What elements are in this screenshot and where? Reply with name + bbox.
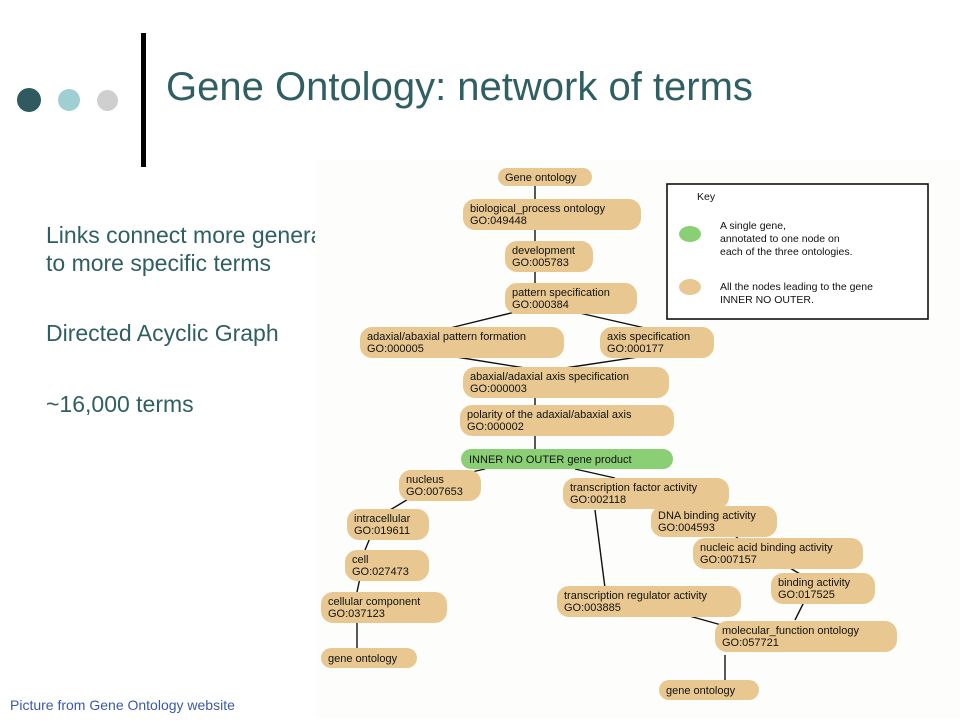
node-label: nucleus [406, 474, 444, 486]
node-label: Gene ontology [505, 172, 577, 184]
bullet-text-line: to more specific terms [46, 250, 271, 276]
node-id: GO:057721 [722, 637, 779, 649]
node-label: INNER NO OUTER gene product [469, 454, 632, 466]
graph-nodes: Gene ontology biological_process ontolog… [321, 168, 897, 700]
node-gene-ontology-root: Gene ontology [498, 168, 592, 186]
node-id: GO:004593 [658, 522, 715, 534]
node-nucleic-acid-binding-activity: nucleic acid binding activity GO:007157 [693, 538, 863, 569]
node-label: axis specification [607, 331, 690, 343]
node-axis-specification: axis specification GO:000177 [600, 327, 714, 358]
node-label: polarity of the adaxial/abaxial axis [467, 409, 632, 421]
key-title: Key [697, 191, 716, 203]
node-binding-activity: binding activity GO:017525 [771, 573, 875, 604]
node-label: adaxial/abaxial pattern formation [367, 331, 526, 343]
key-green-text: A single gene, [720, 220, 786, 232]
edge [574, 311, 646, 329]
node-id: GO:027473 [352, 566, 409, 578]
bullet-term-count: ~16,000 terms [46, 390, 194, 418]
node-label: binding activity [778, 577, 851, 589]
node-id: GO:019611 [354, 525, 410, 537]
node-label: DNA binding activity [658, 510, 756, 522]
key-tan-text: All the nodes leading to the gene [720, 281, 873, 293]
node-label: biological_process ontology [470, 203, 606, 215]
node-gene-ontology-mf: gene ontology [659, 680, 759, 700]
node-label: development [512, 245, 575, 257]
node-id: GO:000177 [607, 343, 664, 355]
node-dna-binding-activity: DNA binding activity GO:004593 [651, 506, 777, 537]
node-label: nucleic acid binding activity [700, 542, 833, 554]
node-transcription-regulator-activity: transcription regulator activity GO:0038… [557, 586, 741, 617]
bullet-text-line: Links connect more general [46, 222, 329, 248]
node-cell: cell GO:027473 [345, 550, 429, 581]
node-id: GO:000005 [367, 343, 424, 355]
node-abaxial-axis-specification: abaxial/adaxial axis specification GO:00… [463, 367, 669, 398]
node-label: gene ontology [666, 685, 736, 697]
key-green-text: annotated to one node on [720, 233, 840, 245]
bullet-links: Links connect more general to more speci… [46, 221, 329, 277]
node-id: GO:037123 [328, 608, 385, 620]
node-molecular-function-ontology: molecular_function ontology GO:057721 [715, 621, 897, 652]
node-label: cellular component [328, 596, 420, 608]
edge [594, 509, 606, 589]
node-cellular-component: cellular component GO:037123 [321, 592, 447, 623]
node-development: development GO:005783 [505, 241, 593, 272]
node-label: transcription regulator activity [564, 590, 708, 602]
edge [574, 468, 616, 479]
key-green-text: each of the three ontologies. [720, 246, 853, 258]
bullet-dot-dark [17, 88, 41, 112]
node-biological-process: biological_process ontology GO:049448 [463, 199, 641, 230]
node-gene-ontology-cc: gene ontology [321, 648, 417, 668]
node-id: GO:000002 [467, 421, 524, 433]
bullet-dag: Directed Acyclic Graph [46, 319, 279, 347]
node-id: GO:000003 [470, 383, 527, 395]
node-id: GO:000384 [512, 299, 569, 311]
node-id: GO:017525 [778, 589, 835, 601]
node-id: GO:005783 [512, 257, 569, 269]
node-label: cell [352, 554, 369, 566]
node-label: molecular_function ontology [722, 625, 859, 637]
green-node-swatch [679, 226, 701, 242]
key-frame [666, 183, 929, 320]
node-polarity-axis: polarity of the adaxial/abaxial axis GO:… [460, 405, 674, 436]
bullet-text-line: Directed Acyclic Graph [46, 320, 279, 346]
node-inner-no-outer-gene-product: INNER NO OUTER gene product [461, 449, 673, 469]
node-transcription-factor-activity: transcription factor activity GO:002118 [563, 478, 729, 509]
tan-node-swatch [679, 279, 701, 295]
node-id: GO:007653 [406, 486, 463, 498]
node-label: abaxial/adaxial axis specification [470, 371, 629, 383]
node-label: gene ontology [328, 653, 398, 665]
node-label: transcription factor activity [570, 482, 698, 494]
title-divider-bar [141, 33, 146, 167]
slide-title: Gene Ontology: network of terms [166, 65, 753, 109]
picture-credit: Picture from Gene Ontology website [10, 697, 235, 713]
bullet-text-line: ~16,000 terms [46, 391, 194, 417]
node-pattern-specification: pattern specification GO:000384 [505, 283, 637, 314]
node-id: GO:049448 [470, 215, 527, 227]
node-id: GO:007157 [700, 554, 757, 566]
bullet-dot-grey [97, 90, 118, 111]
node-intracellular: intracellular GO:019611 [347, 509, 429, 540]
bullet-dot-light [58, 89, 80, 111]
key-tan-text: INNER NO OUTER. [720, 294, 814, 306]
node-label: intracellular [354, 513, 411, 525]
node-nucleus: nucleus GO:007653 [399, 470, 481, 501]
node-id: GO:003885 [564, 602, 621, 614]
node-adaxial-pattern-formation: adaxial/abaxial pattern formation GO:000… [360, 327, 564, 358]
key-box: Key A single gene, annotated to one node… [666, 183, 929, 320]
node-id: GO:002118 [570, 494, 626, 506]
go-network-diagram: Key A single gene, annotated to one node… [315, 160, 960, 718]
node-label: pattern specification [512, 287, 610, 299]
edge [449, 311, 516, 329]
